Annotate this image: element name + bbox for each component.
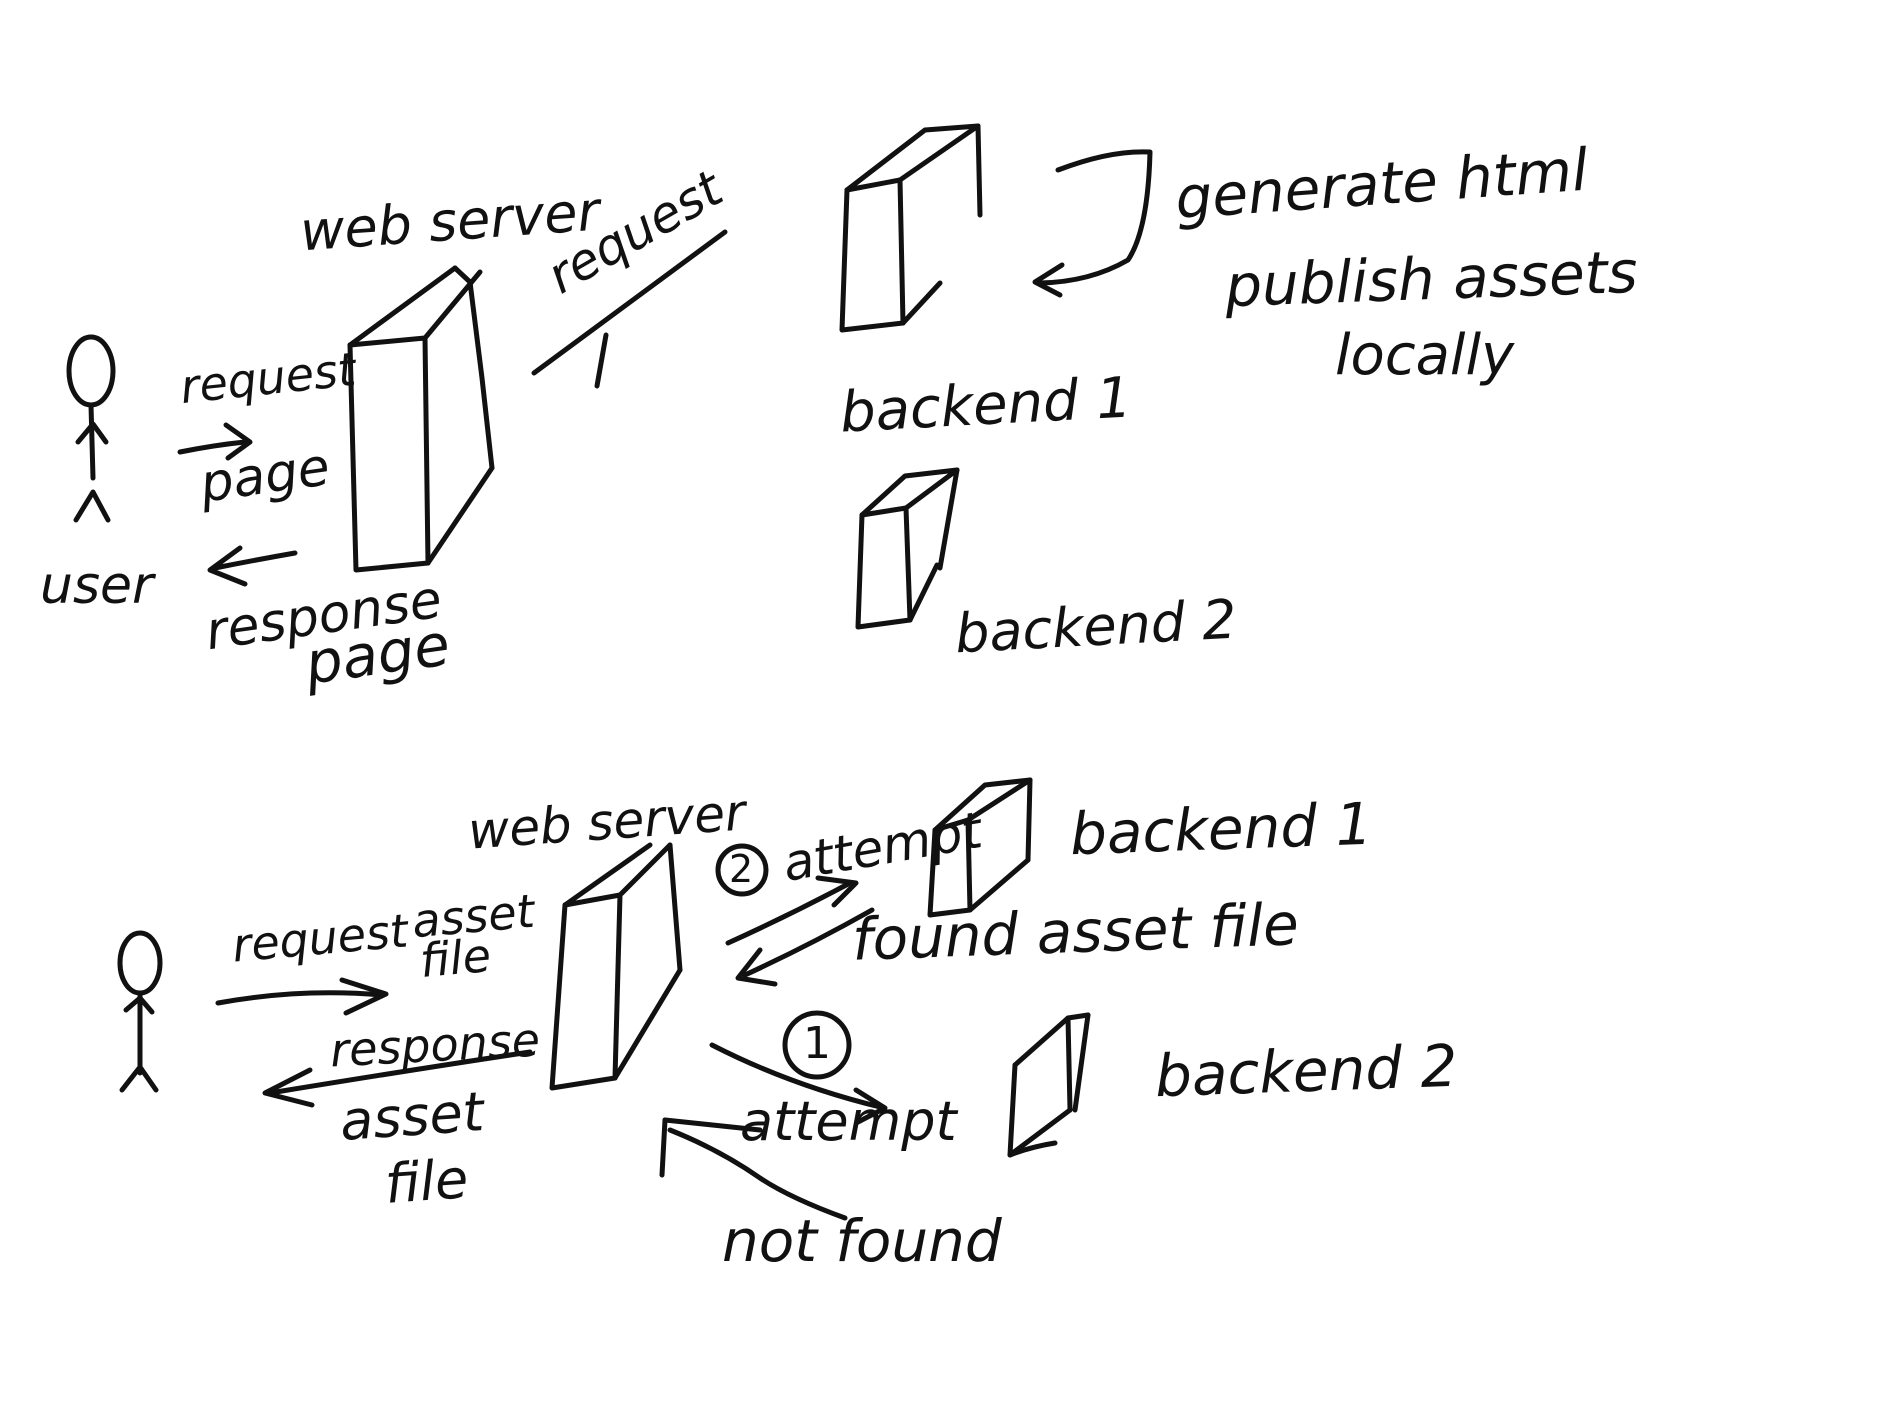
bottom-request-arrow (215, 977, 389, 1016)
bottom-backend2-box (1007, 1012, 1091, 1158)
bottom-web-server-box (549, 842, 683, 1091)
top-publish-assets-label: publish assets (1223, 237, 1639, 321)
bottom-attempt2-arrow (725, 875, 859, 946)
top-user-label: user (40, 556, 154, 616)
bottom-not-found-arrow (659, 1117, 848, 1221)
bottom-step1-attempt-label: attempt (740, 1090, 957, 1153)
bottom-response-arrow (262, 1049, 533, 1108)
top-web-server-box (347, 265, 495, 573)
bottom-backend1-box (927, 777, 1033, 918)
bottom-found-arrow (735, 907, 875, 987)
bottom-step2-number-circle (715, 843, 769, 897)
bottom-response-asset-label: asset (337, 1080, 486, 1153)
top-request-arrow (177, 422, 253, 461)
top-locally-label: locally (1335, 323, 1515, 388)
top-backend1-label: backend 1 (838, 365, 1134, 446)
bottom-response-label: response (328, 1012, 542, 1078)
top-backend1-box (839, 123, 983, 333)
bottom-backend1-label: backend 1 (1068, 789, 1374, 869)
bottom-found-asset-file-label: found asset file (850, 890, 1300, 974)
bottom-file-label: file (417, 928, 494, 988)
bottom-step1-number: 1 (803, 1018, 831, 1069)
bottom-request-label: request (229, 903, 410, 973)
bottom-not-found-label: not found (722, 1207, 1002, 1275)
top-user-figure (66, 334, 116, 523)
bottom-user-figure (117, 930, 163, 1093)
bottom-backend2-label: backend 2 (1153, 1031, 1459, 1111)
top-backend2-label: backend 2 (953, 587, 1239, 666)
top-loop-arrow (1032, 149, 1153, 298)
bottom-step2-number: 2 (729, 847, 754, 891)
top-response-arrow (207, 545, 298, 587)
bottom-response-file-label: file (382, 1147, 471, 1216)
top-backend2-box (855, 467, 960, 630)
top-request-strikethrough (531, 229, 728, 389)
bottom-step1-number-circle (782, 1010, 852, 1080)
bottom-attempt1-arrow (709, 1042, 888, 1125)
